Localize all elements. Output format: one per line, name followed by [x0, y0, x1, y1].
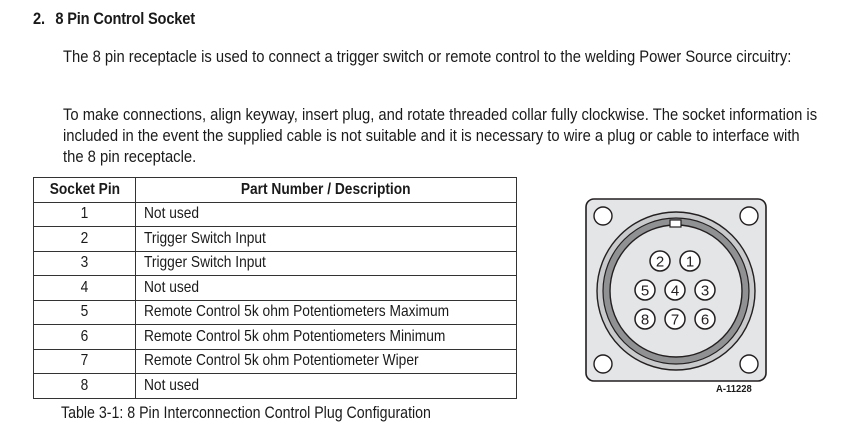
- svg-text:5: 5: [641, 283, 649, 300]
- table-row: 5 Remote Control 5k ohm Potentiometers M…: [33, 299, 517, 325]
- table-row: 2 Trigger Switch Input: [33, 226, 517, 252]
- svg-text:1: 1: [686, 254, 694, 271]
- table-row: 3 Trigger Switch Input: [33, 250, 517, 276]
- pin-6: 6: [694, 308, 716, 330]
- figure-id: A-11228: [716, 383, 752, 395]
- intro-paragraph: The 8 pin receptacle is used to connect …: [63, 47, 792, 66]
- pin-description: Remote Control 5k ohm Potentiometer Wipe…: [135, 348, 517, 374]
- table-row: 7 Remote Control 5k ohm Potentiometer Wi…: [33, 348, 517, 374]
- pin-description: Not used: [135, 275, 517, 301]
- pin-4: 4: [664, 279, 686, 301]
- table-row: 4 Not used: [33, 275, 517, 301]
- section-number: 2.: [33, 9, 45, 28]
- connection-paragraph: To make connections, align keyway, inser…: [63, 105, 818, 166]
- keyway-icon: [669, 219, 682, 228]
- pin-description: Not used: [135, 373, 517, 399]
- header-socket-pin: Socket Pin: [33, 177, 136, 203]
- mounting-hole-icon: [593, 354, 613, 374]
- pin-number: 5: [33, 299, 136, 325]
- pin-number: 6: [33, 324, 136, 350]
- table-header-row: Socket Pin Part Number / Description: [33, 177, 517, 203]
- table-row: 1 Not used: [33, 201, 517, 227]
- socket-diagram: 2 1 5 4 3 8 7: [584, 197, 770, 387]
- svg-text:4: 4: [671, 283, 679, 300]
- svg-text:8: 8: [641, 312, 649, 329]
- pin-number: 7: [33, 348, 136, 374]
- pin-1: 1: [679, 250, 701, 272]
- socket-face-icon: 2 1 5 4 3 8 7: [585, 198, 767, 382]
- svg-text:6: 6: [701, 312, 709, 329]
- pin-description: Remote Control 5k ohm Potentiometers Min…: [135, 324, 517, 350]
- pin-3: 3: [694, 279, 716, 301]
- svg-text:2: 2: [656, 254, 664, 271]
- section-heading: 2. 8 Pin Control Socket: [33, 9, 195, 29]
- pin-number: 3: [33, 250, 136, 276]
- pin-configuration-table: Socket Pin Part Number / Description 1 N…: [33, 177, 517, 399]
- table-row: 8 Not used: [33, 373, 517, 399]
- mounting-hole-icon: [739, 206, 759, 226]
- pin-5: 5: [634, 279, 656, 301]
- pin-number: 1: [33, 201, 136, 227]
- pin-description: Trigger Switch Input: [135, 250, 517, 276]
- pin-description: Not used: [135, 201, 517, 227]
- section-title: 8 Pin Control Socket: [55, 9, 195, 28]
- pin-number: 8: [33, 373, 136, 399]
- pin-number: 4: [33, 275, 136, 301]
- mounting-hole-icon: [593, 206, 613, 226]
- pin-7: 7: [664, 308, 686, 330]
- pin-8: 8: [634, 308, 656, 330]
- svg-text:7: 7: [671, 312, 679, 329]
- header-description: Part Number / Description: [135, 177, 517, 203]
- table-caption: Table 3-1: 8 Pin Interconnection Control…: [61, 404, 431, 422]
- table-row: 6 Remote Control 5k ohm Potentiometers M…: [33, 324, 517, 350]
- pin-description: Trigger Switch Input: [135, 226, 517, 252]
- mounting-hole-icon: [739, 354, 759, 374]
- pin-2: 2: [649, 250, 671, 272]
- svg-text:3: 3: [701, 283, 709, 300]
- pin-number: 2: [33, 226, 136, 252]
- pin-description: Remote Control 5k ohm Potentiometers Max…: [135, 299, 517, 325]
